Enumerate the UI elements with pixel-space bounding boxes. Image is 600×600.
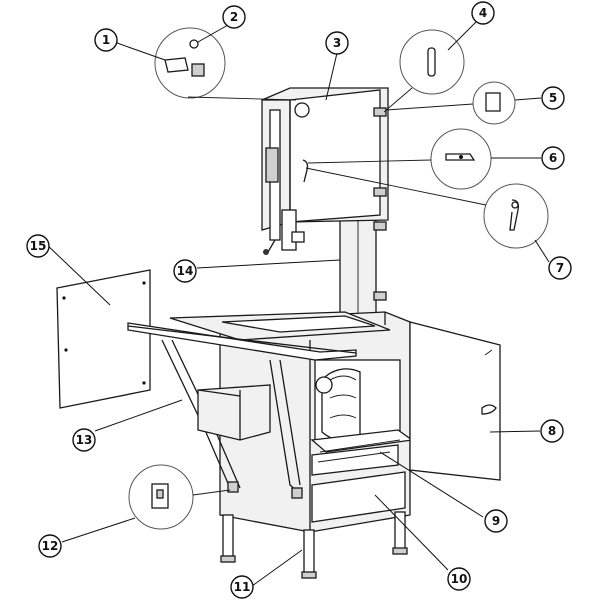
upper-housing [261,87,389,301]
detail-bubble-7 [305,167,549,249]
callout-1: 1 [94,28,118,52]
saw-table [127,311,391,499]
side-panel [56,269,151,409]
callout-6-label: 6 [549,151,557,165]
callout-15: 15 [26,234,50,258]
callout-4-label: 4 [479,6,487,20]
callout-5-label: 5 [549,91,557,105]
callout-10: 10 [447,567,471,591]
callout-9: 9 [484,509,508,533]
detail-bubble-4 [383,29,465,113]
detail-bubble-12 [128,464,231,530]
callout-6: 6 [541,146,565,170]
callout-4: 4 [471,1,495,25]
cabinet-door [409,321,501,481]
detail-bubble-5 [385,81,516,125]
leader-lines [43,21,550,587]
callout-14-label: 14 [177,264,194,278]
callout-10-label: 10 [451,572,468,586]
callout-2-label: 2 [230,10,238,24]
callout-3: 3 [325,31,349,55]
callout-15-label: 15 [30,239,47,253]
callout-13-label: 13 [76,433,93,447]
callout-9-label: 9 [492,514,500,528]
lower-cabinet [219,311,414,579]
callout-12: 12 [38,534,62,558]
callout-7: 7 [548,256,572,280]
callout-1-label: 1 [102,33,110,47]
callout-2: 2 [222,5,246,29]
callout-8: 8 [540,419,564,443]
callout-11-label: 11 [234,580,251,594]
callout-12-label: 12 [42,539,59,553]
detail-bubble-1-2 [154,27,297,101]
callout-11: 11 [230,575,254,599]
callout-7-label: 7 [556,261,564,275]
callout-3-label: 3 [333,36,341,50]
saw-column [339,219,377,321]
callout-8-label: 8 [548,424,556,438]
callout-14: 14 [173,259,197,283]
detail-bubble-6 [307,128,492,190]
callout-13: 13 [72,428,96,452]
callout-5: 5 [541,86,565,110]
